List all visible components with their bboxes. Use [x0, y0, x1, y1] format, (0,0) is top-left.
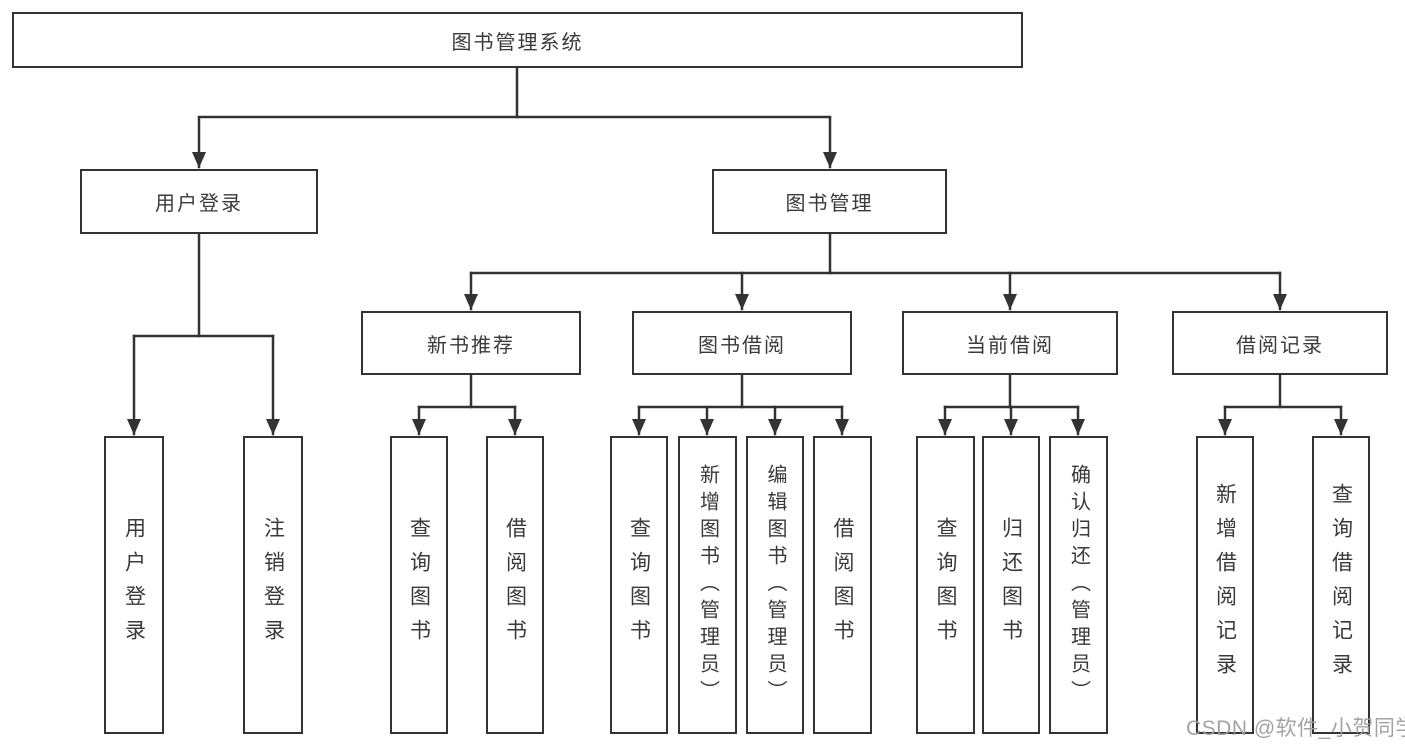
node-new-book-recommend: 新书推荐 — [361, 311, 581, 375]
connector-currentborrow-children — [938, 373, 1085, 436]
node-user-login: 用户登录 — [80, 169, 318, 234]
leaf-newbooks-query-books: 查询图书 — [390, 436, 448, 734]
connector-bookborrow-children — [632, 373, 849, 436]
leaf-borrow-add-books-admin-label: 新增图书（管理员） — [696, 463, 719, 707]
csdn-watermark: CSDN @软件_小贺同学 — [1186, 717, 1405, 740]
connector-root-to-level2 — [192, 66, 837, 169]
node-current-borrow-label: 当前借阅 — [966, 334, 1054, 357]
leaf-current-confirm-return-admin: 确认归还（管理员） — [1049, 436, 1108, 734]
leaf-records-add-record: 新增借阅记录 — [1196, 436, 1254, 734]
leaf-newbooks-query-books-label: 查询图书 — [407, 517, 431, 653]
leaf-newbooks-borrow-books: 借阅图书 — [486, 436, 544, 734]
leaf-borrow-edit-books-admin: 编辑图书（管理员） — [746, 436, 804, 734]
leaf-logout: 注销登录 — [243, 436, 303, 734]
leaf-user-login-label: 用户登录 — [122, 517, 146, 653]
node-borrow-records: 借阅记录 — [1172, 311, 1388, 375]
leaf-records-add-record-label: 新增借阅记录 — [1213, 483, 1237, 687]
node-borrow-records-label: 借阅记录 — [1236, 334, 1324, 357]
node-book-management-label: 图书管理 — [785, 193, 874, 215]
leaf-borrow-query-books: 查询图书 — [610, 436, 668, 734]
node-new-book-recommend-label: 新书推荐 — [427, 334, 515, 357]
leaf-borrow-borrow-books: 借阅图书 — [813, 436, 872, 734]
leaf-user-login: 用户登录 — [104, 436, 164, 734]
leaf-borrow-add-books-admin: 新增图书（管理员） — [678, 436, 737, 734]
node-book-management: 图书管理 — [712, 169, 947, 234]
leaf-records-query-record: 查询借阅记录 — [1312, 436, 1370, 734]
connector-newbooks-children — [412, 373, 522, 436]
leaf-current-query-books: 查询图书 — [916, 436, 975, 734]
connector-login-branch — [127, 232, 280, 436]
leaf-logout-label: 注销登录 — [261, 517, 285, 653]
node-book-borrow: 图书借阅 — [632, 311, 852, 375]
leaf-records-query-record-label: 查询借阅记录 — [1329, 483, 1353, 687]
connector-records-children — [1218, 373, 1348, 436]
leaf-current-return-books: 归还图书 — [982, 436, 1040, 734]
leaf-borrow-edit-books-admin-label: 编辑图书（管理员） — [764, 463, 786, 707]
node-root: 图书管理系统 — [12, 12, 1023, 68]
leaf-current-return-books-label: 归还图书 — [999, 517, 1023, 653]
leaf-borrow-query-books-label: 查询图书 — [627, 517, 651, 653]
node-current-borrow: 当前借阅 — [902, 311, 1118, 375]
node-book-borrow-label: 图书借阅 — [698, 334, 786, 357]
node-user-login-label: 用户登录 — [155, 193, 243, 215]
node-root-label: 图书管理系统 — [451, 31, 584, 54]
leaf-newbooks-borrow-books-label: 借阅图书 — [503, 517, 527, 653]
leaf-borrow-borrow-books-label: 借阅图书 — [831, 517, 854, 653]
connector-mgmt-to-level3 — [464, 232, 1287, 311]
leaf-current-confirm-return-admin-label: 确认归还（管理员） — [1067, 463, 1090, 707]
leaf-current-query-books-label: 查询图书 — [934, 517, 957, 653]
